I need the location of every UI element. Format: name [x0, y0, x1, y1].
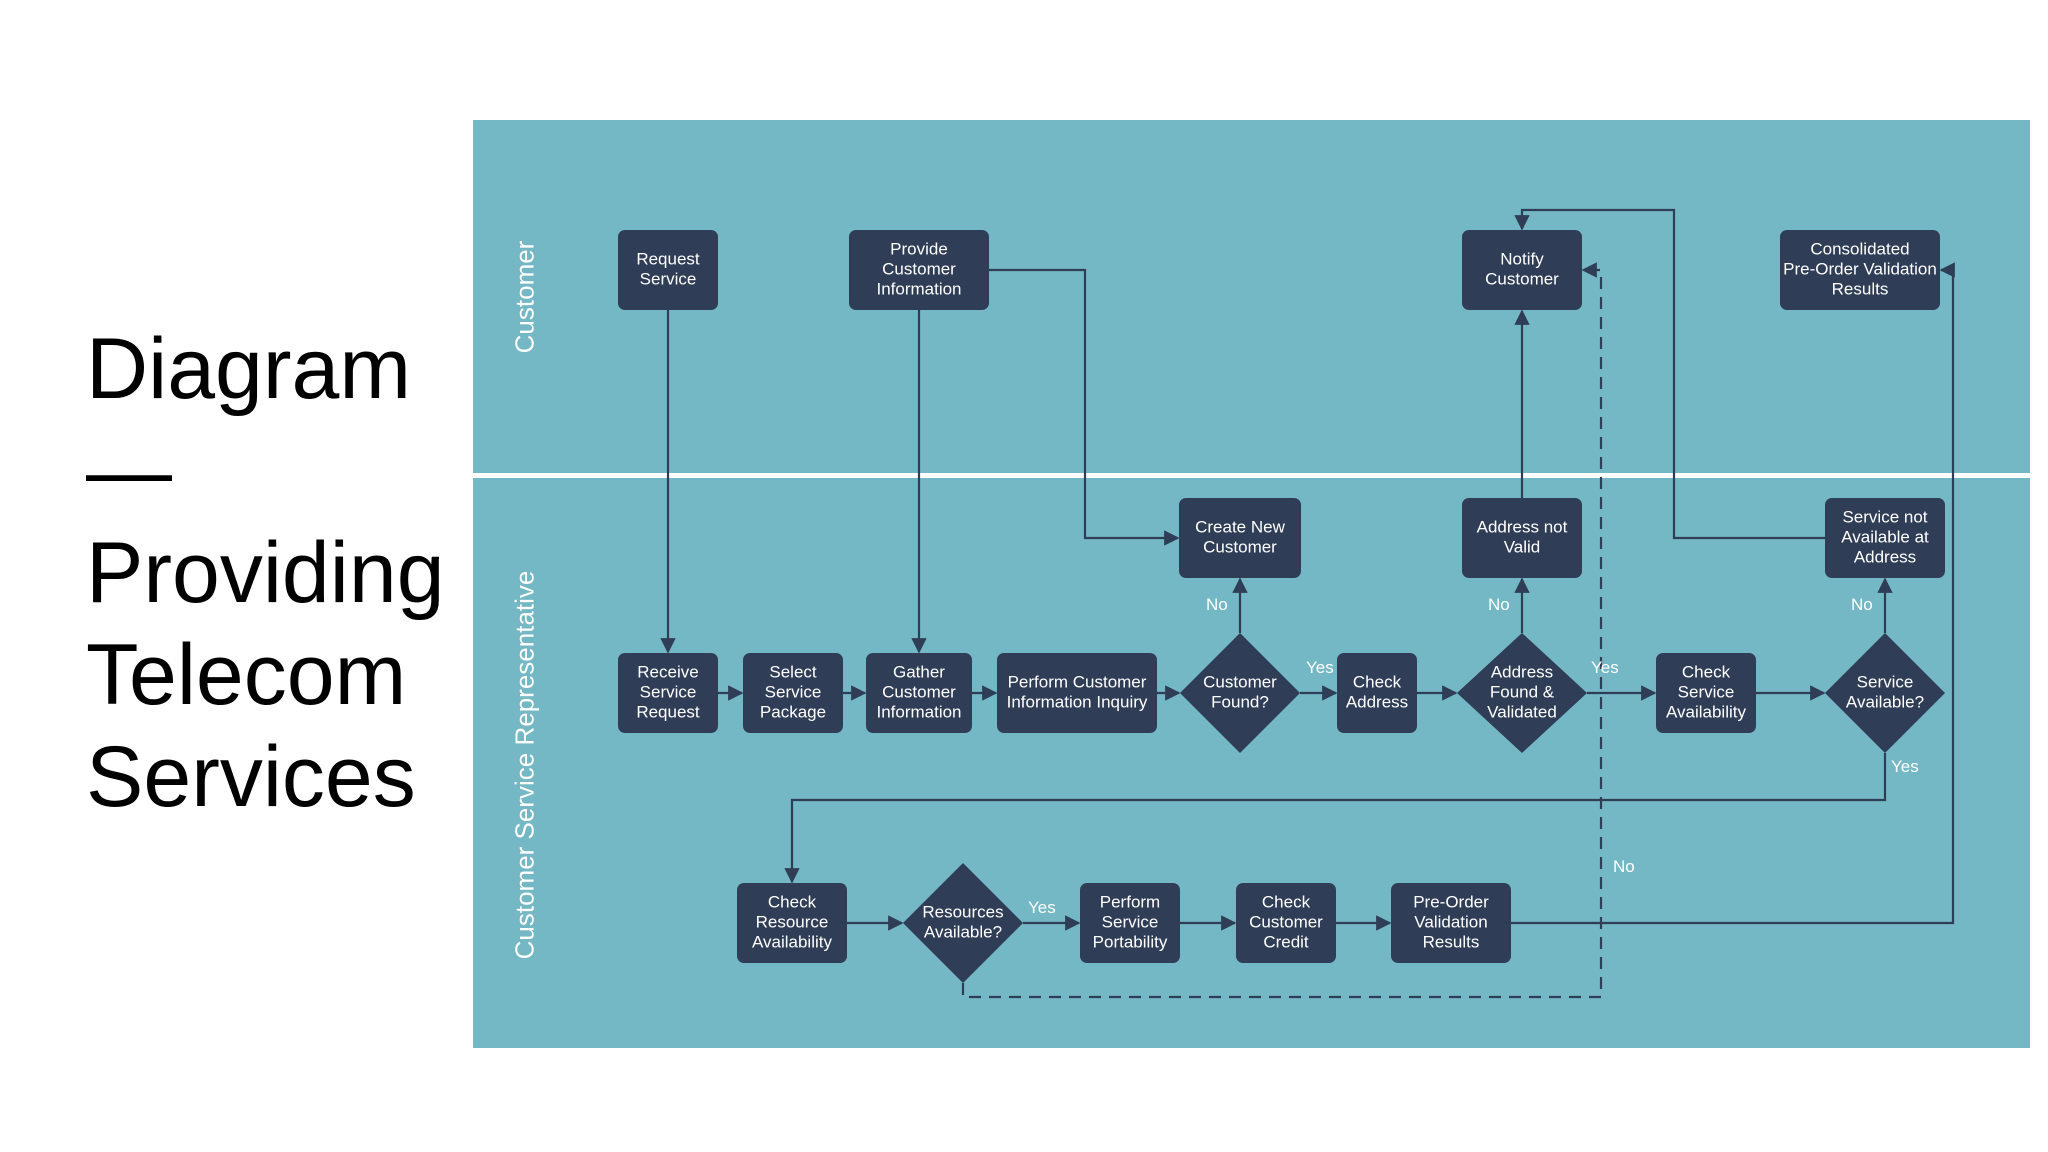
- node-label: Perform Customer: [1008, 672, 1147, 691]
- node-label: Portability: [1093, 932, 1168, 951]
- node-label: Resources: [922, 902, 1003, 921]
- slide-title: Diagram — Providing Telecom Services: [86, 318, 466, 828]
- node-label: Validated: [1487, 702, 1557, 721]
- node-label: Service: [1678, 682, 1735, 701]
- title-line: Services: [86, 729, 416, 825]
- connector-arrow: [1514, 208, 1825, 540]
- node-label: Information: [876, 702, 961, 721]
- edge-label-service-yes: Yes: [1891, 757, 1919, 776]
- node-label: Service: [640, 682, 697, 701]
- node-label: Check: [1682, 662, 1731, 681]
- node-label: Customer: [1203, 672, 1277, 691]
- edge-label-service-no: No: [1851, 595, 1873, 614]
- diagram-panel: Customer Customer Service Representative…: [473, 120, 2030, 1048]
- node-label: Credit: [1263, 932, 1309, 951]
- node-label: Request: [636, 702, 700, 721]
- node-label: Customer: [882, 259, 956, 278]
- node-label: Service: [1102, 912, 1159, 931]
- node-label: Check: [1262, 892, 1311, 911]
- node-label: Validation: [1414, 912, 1487, 931]
- title-line: Telecom: [86, 627, 407, 723]
- connector-arrow: [989, 268, 1180, 546]
- node-label: Results: [1423, 932, 1480, 951]
- node-label: Available?: [1846, 692, 1924, 711]
- node-label: Receive: [637, 662, 698, 681]
- node-label: Perform: [1100, 892, 1160, 911]
- node-label: Service: [1857, 672, 1914, 691]
- node-label: Address: [1854, 547, 1916, 566]
- node-label: Found?: [1211, 692, 1269, 711]
- connector-arrow: [784, 753, 1887, 884]
- node-label: Address: [1346, 692, 1408, 711]
- connector-arrow: [1511, 262, 1955, 925]
- node-label: Resource: [756, 912, 829, 931]
- node-label: Pre-Order Validation: [1783, 259, 1937, 278]
- node-label: Results: [1832, 279, 1889, 298]
- node-label: Found &: [1490, 682, 1555, 701]
- node-label: Service: [640, 269, 697, 288]
- node-label: Notify: [1500, 249, 1544, 268]
- node-label: Availability: [1666, 702, 1747, 721]
- node-label: Gather: [893, 662, 945, 681]
- node-label: Service: [765, 682, 822, 701]
- flowchart: RequestServiceProvideCustomerInformation…: [618, 208, 1955, 999]
- node-label: Address: [1491, 662, 1553, 681]
- node-label: Customer: [1203, 537, 1277, 556]
- node-label: Request: [636, 249, 700, 268]
- title-line: Diagram: [86, 321, 411, 417]
- node-label: Available?: [924, 922, 1002, 941]
- connector-arrow: [961, 262, 1603, 999]
- node-label: Information: [876, 279, 961, 298]
- title-line: Providing: [86, 525, 445, 621]
- edge-label-customer-found-no: No: [1206, 595, 1228, 614]
- title-line: —: [86, 423, 172, 519]
- node-label: Package: [760, 702, 826, 721]
- node-label: Service not: [1842, 507, 1927, 526]
- edge-label-resources-no: No: [1613, 857, 1635, 876]
- node-label: Valid: [1504, 537, 1541, 556]
- edge-label-address-yes: Yes: [1591, 658, 1619, 677]
- edge-label-address-no: No: [1488, 595, 1510, 614]
- node-label: Check: [768, 892, 817, 911]
- node-label: Customer: [882, 682, 956, 701]
- node-label: Availability: [752, 932, 833, 951]
- node-label: Available at: [1841, 527, 1929, 546]
- lane-divider: [473, 473, 2030, 478]
- node-label: Consolidated: [1810, 239, 1909, 258]
- node-label: Customer: [1485, 269, 1559, 288]
- node-label: Provide: [890, 239, 948, 258]
- node-label: Pre-Order: [1413, 892, 1489, 911]
- edge-label-customer-found-yes: Yes: [1306, 658, 1334, 677]
- node-label: Select: [769, 662, 817, 681]
- node-label: Check: [1353, 672, 1402, 691]
- node-label: Create New: [1195, 517, 1285, 536]
- node-label: Address not: [1477, 517, 1568, 536]
- node-label: Customer: [1249, 912, 1323, 931]
- edge-label-resources-yes: Yes: [1028, 898, 1056, 917]
- node-label: Information Inquiry: [1007, 692, 1148, 711]
